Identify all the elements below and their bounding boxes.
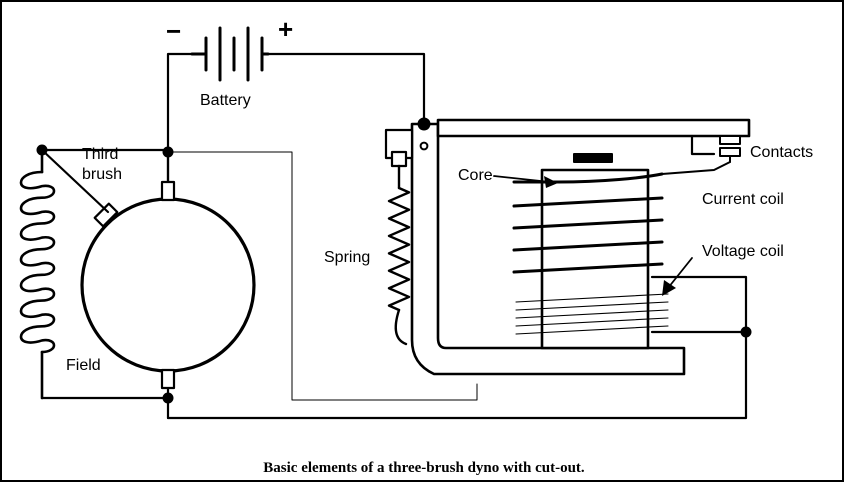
field-coil: [19, 148, 56, 400]
current-coil-label: Current coil: [702, 191, 784, 208]
contacts-label: Contacts: [750, 144, 813, 161]
pointers: [493, 175, 693, 296]
battery-symbol: [190, 26, 270, 82]
figure-caption: Basic elements of a three-brush dyno wit…: [263, 460, 585, 476]
current-coil: [512, 161, 731, 274]
armature-contact-pad: [573, 153, 613, 163]
third-brush-label-line2: brush: [82, 166, 122, 183]
junctions: [36, 117, 752, 404]
cutout-yoke: [410, 118, 751, 376]
third-brush-label-line1: Third: [82, 146, 118, 163]
core-label: Core: [458, 167, 493, 184]
contacts: [719, 135, 741, 163]
field-label: Field: [66, 357, 101, 374]
voltage-coil: [515, 293, 669, 335]
armature: [40, 148, 256, 390]
battery-label: Battery: [200, 92, 251, 109]
bottom-brush: [160, 368, 176, 390]
minus-sign: −: [166, 16, 181, 46]
voltage-coil-label: Voltage coil: [702, 243, 784, 260]
third-brush: [93, 202, 119, 228]
top-brush: [160, 180, 176, 202]
plus-sign: +: [278, 14, 293, 44]
spring-label: Spring: [324, 249, 370, 266]
pivot-post: [384, 128, 414, 168]
shunt-wire: [167, 151, 478, 401]
spring: [387, 164, 411, 346]
